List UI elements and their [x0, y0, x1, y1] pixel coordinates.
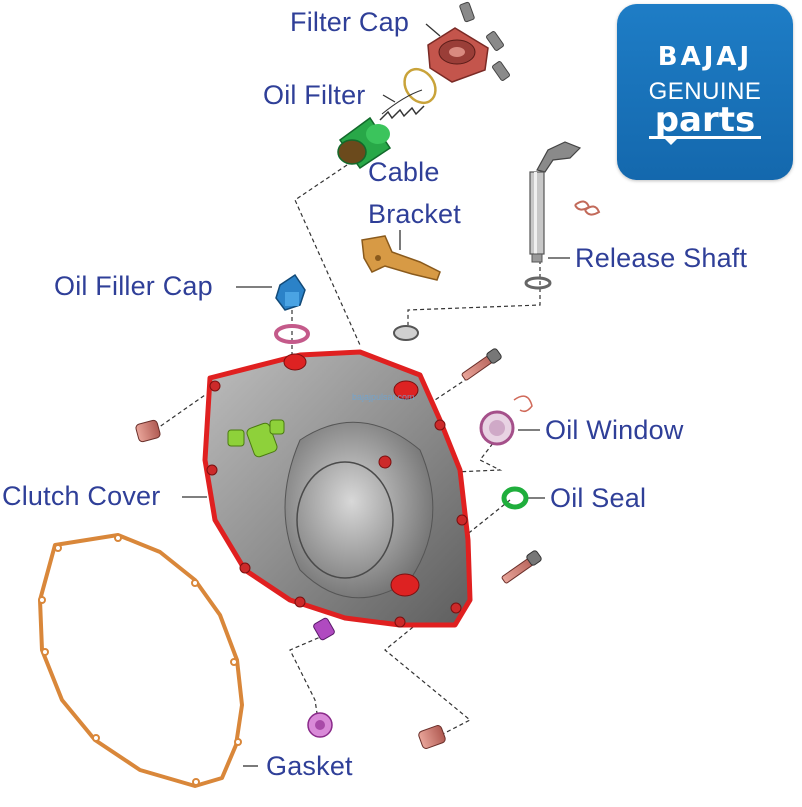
label-release-shaft: Release Shaft: [575, 243, 748, 273]
oil-seal-dash: [459, 499, 511, 541]
label-cable-bracket-line1: Cable: [368, 157, 440, 187]
gasket-small-part: [307, 712, 333, 738]
lower-bolt-part: [501, 550, 542, 584]
upper-bolt-dash: [419, 377, 469, 411]
logo-line1: GENUINE: [648, 78, 762, 105]
oil-filter-dash: [294, 164, 361, 346]
oil-window-part: [479, 395, 533, 446]
drain-plug-part: [313, 617, 335, 641]
cable-bracket-part: [361, 235, 441, 281]
label-cable-bracket-line2: Bracket: [368, 199, 461, 229]
logo-line2: parts: [654, 100, 756, 140]
label-clutch-cover: Clutch Cover: [2, 481, 161, 511]
label-oil-filler-cap: Oil Filler Cap: [54, 271, 213, 301]
gasket-holes: [38, 534, 242, 786]
logo-arrow-icon: [649, 136, 761, 145]
label-oil-seal: Oil Seal: [550, 483, 647, 513]
oil-filler-cap-part: [274, 273, 310, 344]
label-gasket: Gasket: [266, 751, 353, 781]
release-shaft-dash: [407, 260, 541, 325]
bajaj-genuine-parts-logo: BAJAJ GENUINE parts: [617, 4, 793, 180]
lower-dowel-part: [418, 725, 446, 749]
drain-dash: [289, 634, 326, 721]
filter-cap-part: [403, 1, 510, 105]
label-filter-cap: Filter Cap: [290, 7, 410, 37]
gasket-part: [38, 533, 244, 788]
shaft-washer: [393, 325, 419, 341]
label-oil-filter: Oil Filter: [263, 80, 366, 110]
release-shaft-part: [524, 141, 601, 290]
upper-bolt-part: [461, 348, 502, 381]
clutch-cover-part: [202, 349, 473, 628]
watermark: bajajpulsar.com: [352, 392, 415, 402]
left-dowel-part: [135, 419, 161, 443]
logo-brand: BAJAJ: [657, 42, 753, 72]
oil-filter-part: [337, 89, 425, 170]
oil-seal-part: [501, 486, 529, 510]
label-leaders: [182, 23, 570, 767]
left-bolt-dash: [154, 394, 206, 431]
label-oil-window: Oil Window: [545, 415, 684, 445]
